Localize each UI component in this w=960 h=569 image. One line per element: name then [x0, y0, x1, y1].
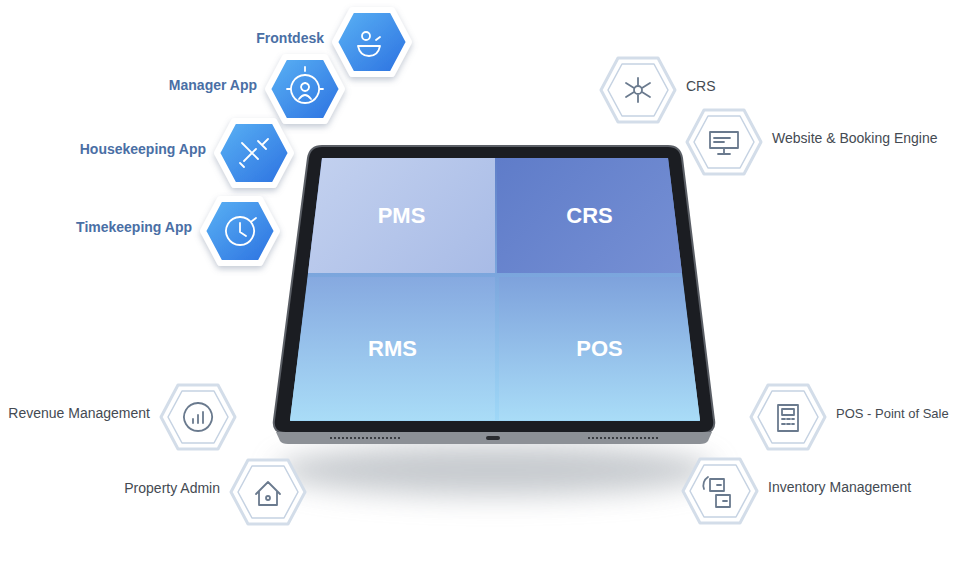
tablet-bezel	[274, 146, 715, 433]
hexagon-badge	[200, 195, 280, 267]
app-hexagon: POS - Point of Sale	[748, 381, 828, 453]
hexagon-badge	[598, 54, 678, 126]
hexagon-badge	[748, 381, 828, 453]
app-label: Revenue Management	[8, 405, 150, 421]
node-icon	[778, 405, 798, 431]
node-icon	[710, 132, 738, 154]
app-hexagon: Frontdesk	[332, 6, 412, 78]
app-hexagon: Housekeeping App	[214, 117, 294, 189]
speaker-grille	[330, 437, 400, 439]
hexagon-badge	[684, 106, 764, 178]
hexagon-badge	[228, 456, 308, 528]
node-icon	[358, 32, 380, 56]
node-icon	[626, 78, 650, 102]
app-label: Timekeeping App	[76, 219, 192, 235]
module-tile: RMS	[290, 277, 495, 420]
app-hexagon: CRS	[598, 54, 678, 126]
app-hexagon: Inventory Management	[680, 455, 760, 527]
tablet-shadow	[275, 444, 715, 496]
app-label: Property Admin	[124, 480, 220, 496]
module-label: PMS	[378, 203, 426, 229]
app-label: Frontdesk	[256, 30, 324, 46]
app-hexagon: Website & Booking Engine	[684, 106, 764, 178]
module-tile: PMS	[308, 158, 495, 273]
tablet-edge	[276, 432, 712, 444]
app-hexagon: Manager App	[265, 53, 345, 125]
module-label: POS	[576, 336, 622, 362]
app-label: Housekeeping App	[80, 141, 206, 157]
module-tile: CRS	[497, 158, 682, 273]
app-hexagon: Revenue Management	[158, 381, 238, 453]
hexagon-badge	[158, 381, 238, 453]
node-icon	[226, 217, 256, 245]
charge-port	[486, 436, 500, 440]
hexagon-badge	[214, 117, 294, 189]
app-label: POS - Point of Sale	[836, 406, 949, 421]
node-icon	[256, 482, 280, 505]
node-icon	[703, 477, 730, 507]
hexagon-badge	[265, 53, 345, 125]
app-label: Website & Booking Engine	[772, 130, 938, 146]
module-label: RMS	[368, 336, 417, 362]
speaker-grille	[588, 437, 658, 439]
app-label: Inventory Management	[768, 479, 911, 495]
module-tile: POS	[499, 277, 700, 420]
node-icon	[287, 67, 323, 103]
app-hexagon: Property Admin	[228, 456, 308, 528]
app-label: CRS	[686, 78, 716, 94]
hexagon-badge	[680, 455, 760, 527]
module-label: CRS	[566, 203, 612, 229]
app-label: Manager App	[169, 77, 257, 93]
hexagon-badge	[332, 6, 412, 78]
node-icon	[184, 403, 212, 431]
tablet-screen	[290, 158, 700, 421]
node-icon	[240, 139, 268, 167]
app-hexagon: Timekeeping App	[200, 195, 280, 267]
